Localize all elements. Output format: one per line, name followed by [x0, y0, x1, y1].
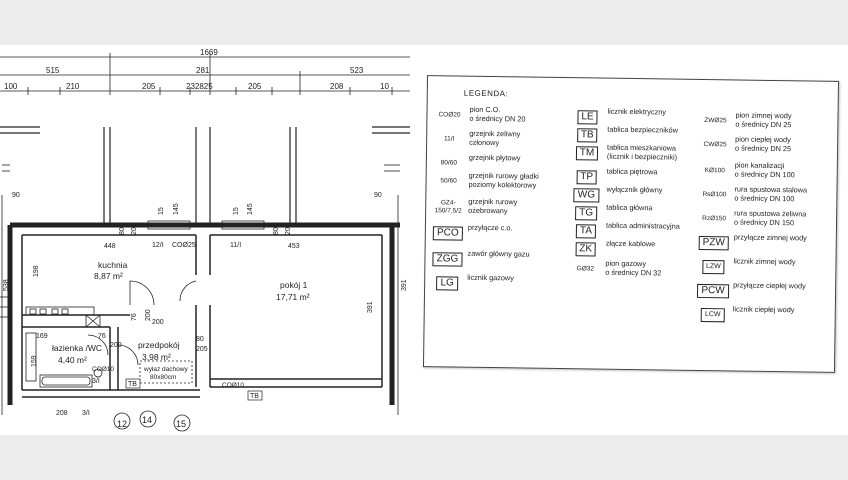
room-kuchnia-name: kuchnia [98, 260, 128, 270]
label-tb-1: TB [128, 381, 137, 388]
room-przedpokoj-area: 3,98 m² [142, 352, 171, 362]
dim-200c: 200 [145, 309, 152, 321]
dim-15a: 15 [158, 207, 165, 215]
dim-159: 159 [31, 355, 38, 367]
dim-515: 515 [46, 66, 60, 75]
dim-205: 205 [196, 346, 208, 353]
dim-391a: 391 [367, 301, 374, 313]
legend-title: LEGENDA: [463, 88, 509, 99]
dim-total: 1669 [200, 48, 218, 57]
dim-15b: 15 [233, 207, 240, 215]
dim-80c: 80 [196, 336, 204, 343]
dim-90-right: 90 [374, 192, 382, 199]
dim-538: 538 [3, 279, 10, 291]
dim-205b: 205 [248, 82, 262, 91]
dim-200a: 200 [131, 223, 138, 235]
dim-523: 523 [350, 66, 364, 75]
finned-radiator-icon: GZ4-150/7,5/2 [434, 199, 462, 215]
gas-riser-icon: GØ32 [576, 265, 595, 273]
rad-3a: 3/I [92, 378, 100, 385]
label-12: 12 [117, 419, 127, 429]
dim-391b: 391 [401, 279, 408, 291]
dim-232825: 232825 [186, 82, 213, 91]
steel-downpipe-icon: RsØ100 [702, 190, 727, 199]
dim-205a: 205 [142, 82, 156, 91]
dim-76a: 76 [131, 313, 138, 321]
rad-3b: 3/I [82, 410, 90, 417]
dim-208: 208 [56, 410, 68, 417]
rad-12: 12/I [152, 242, 164, 249]
floor-plan: 1669 515 281 523 100 210 205 232825 205 … [0, 48, 410, 432]
dim-90-left: 90 [12, 192, 20, 199]
dim-448: 448 [104, 243, 116, 250]
dim-208: 208 [330, 82, 344, 91]
room-kuchnia-area: 8,87 m² [94, 271, 123, 281]
dim-200b: 200 [285, 223, 292, 235]
label-tb-2: TB [250, 393, 259, 400]
pipe-radiator-icon: 50/60 [440, 177, 457, 185]
room-lazienka-area: 4,40 m² [58, 355, 87, 365]
cold-water-riser-icon: ZWØ25 [704, 117, 727, 125]
image-viewer: 1669 515 281 523 100 210 205 232825 205 … [0, 45, 848, 435]
dim-281: 281 [196, 66, 210, 75]
room-przedpokoj-name: przedpokój [138, 340, 180, 350]
dim-145b: 145 [247, 203, 254, 215]
dim-10: 10 [380, 82, 389, 91]
dim-453: 453 [288, 243, 300, 250]
label-wylaz: wyłaz dachowy [143, 366, 188, 373]
dim-200d: 200 [152, 319, 164, 326]
radiator-icon: 11/I [443, 135, 455, 143]
cast-iron-downpipe-icon: RzØ150 [702, 214, 727, 223]
sewer-riser-icon: KØ100 [704, 167, 725, 175]
dim-80b: 80 [273, 227, 280, 235]
rad-11: 11/I [230, 242, 241, 249]
dim-76b: 76 [98, 333, 106, 340]
co-25: COØ25 [172, 242, 196, 249]
dim-200e: 200 [110, 342, 122, 349]
label-wylaz-size: 80x80cm [150, 374, 176, 381]
room-pokoj-name: pokój 1 [280, 280, 308, 290]
label-co10-b: COØ10 [222, 382, 244, 389]
label-15: 15 [176, 419, 186, 429]
dim-210: 210 [66, 82, 80, 91]
label-co10-a: COØ10 [92, 366, 114, 373]
dim-80a: 80 [119, 227, 126, 235]
dim-100: 100 [4, 82, 18, 91]
label-14: 14 [142, 415, 152, 425]
room-pokoj-area: 17,71 m² [276, 292, 310, 302]
dim-145a: 145 [173, 203, 180, 215]
hot-water-riser-icon: CWØ25 [703, 141, 727, 149]
room-lazienka-name: łazienka /WC [52, 343, 102, 353]
legend-symbol: COØ20 [438, 111, 461, 119]
dim-169: 169 [36, 333, 48, 340]
dim-198: 198 [33, 265, 40, 277]
